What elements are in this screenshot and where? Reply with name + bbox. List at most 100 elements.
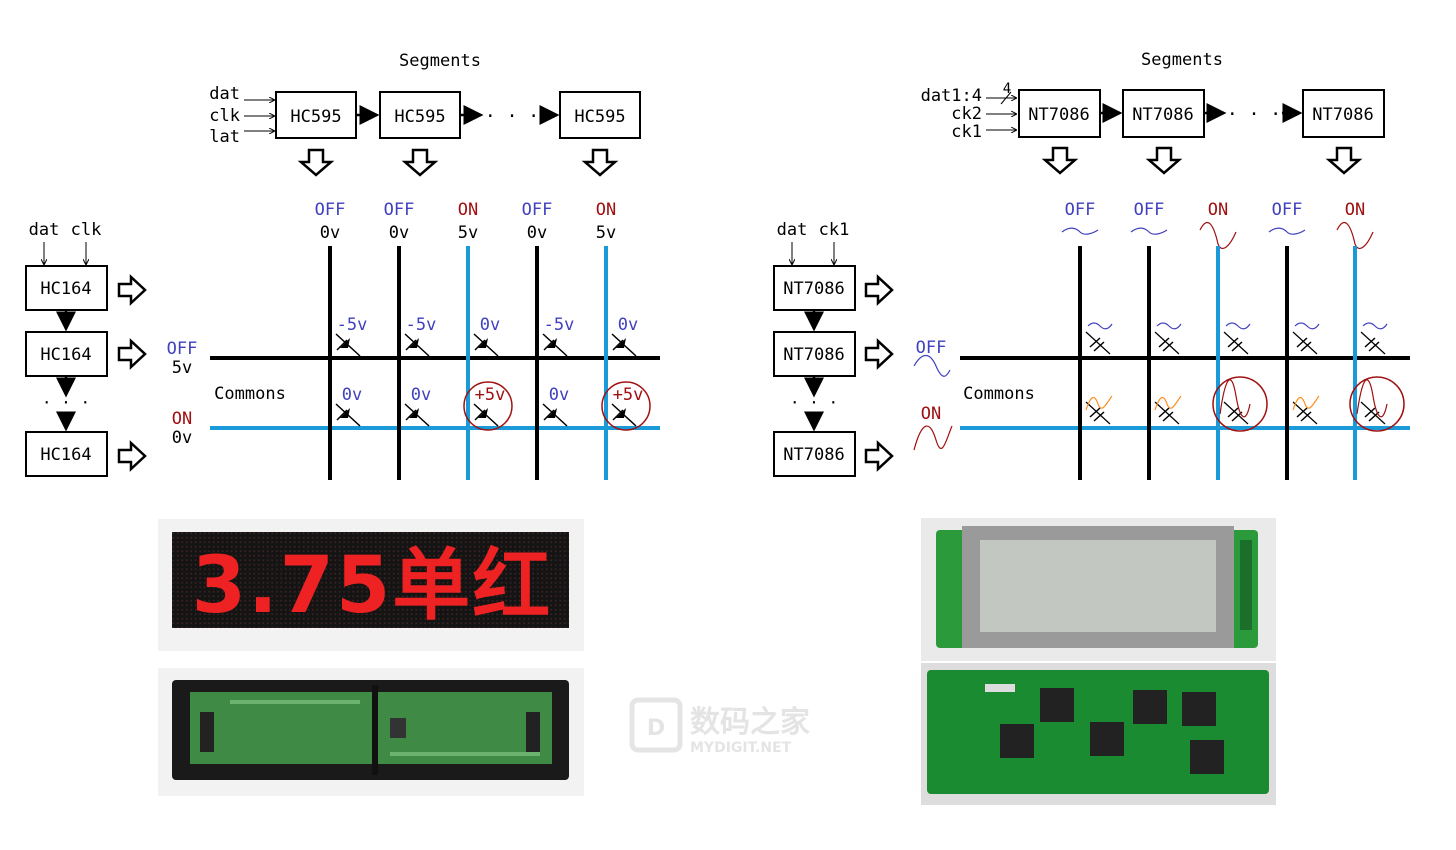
right-col-wave-2 (1130, 227, 1168, 235)
right-upper-pixel-wave-5 (1362, 322, 1388, 330)
right-output-arrows (1041, 146, 1363, 175)
left-col-volt-2: 0v (389, 223, 409, 243)
watermark-en: MYDIGIT.NET (690, 740, 792, 756)
watermark: D 数码之家 MYDIGIT.NET (629, 697, 810, 756)
right-hollow-down-arrow-3 (1325, 146, 1363, 175)
right-matrix-grid (960, 246, 1410, 480)
right-col-wave-5 (1336, 222, 1374, 249)
left-upper-diode-volt-1: -5v (337, 315, 368, 335)
left-upper-diode-volt-2: -5v (406, 315, 437, 335)
right-col-state-1: OFF (1065, 200, 1096, 220)
right-lcd-pixel-lower-2 (1154, 401, 1180, 425)
hc595-chip-2: HC595 (379, 91, 461, 139)
left-hollow-down-arrow-3 (581, 148, 619, 177)
nt7086-com-chip-3: NT7086 (773, 431, 856, 477)
svg-text:NT7086: NT7086 (1312, 105, 1373, 125)
right-ellipsis-v: · · · (790, 393, 838, 412)
hc164-chip-3: HC164 (25, 431, 108, 477)
svg-text:HC164: HC164 (40, 445, 91, 465)
right-upper-pixel-wave-1 (1087, 322, 1113, 330)
left-col-state-4: OFF (522, 200, 553, 220)
svg-text:NT7086: NT7086 (1028, 105, 1089, 125)
svg-text:HC595: HC595 (574, 107, 625, 127)
left-col-volt-4: 0v (527, 223, 547, 243)
left-hollow-right-arrow-1 (117, 274, 147, 306)
lcd-module-front-photo (921, 518, 1276, 661)
led-panel-back-photo (158, 668, 584, 796)
right-hollow-down-arrow-2 (1145, 146, 1183, 175)
left-input-arrows (244, 100, 274, 131)
right-row-on-state: ON (921, 404, 941, 424)
right-lower-pixel-wave-5 (1356, 379, 1388, 418)
left-input-clk: clk (209, 106, 240, 126)
left-col-volt-3: 5v (458, 223, 478, 243)
hc595-chip-3: HC595 (559, 91, 641, 139)
left-lower-diode-volt-4: 0v (549, 385, 569, 405)
svg-text:NT7086: NT7086 (1132, 105, 1193, 125)
left-upper-diode-volt-5: 0v (618, 315, 638, 335)
right-lower-pixel-wave-1 (1085, 395, 1113, 411)
left-col-state-3: ON (458, 200, 478, 220)
left-hollow-right-arrow-2 (117, 338, 147, 370)
right-lcd-pixel-upper-5 (1360, 331, 1386, 355)
left-commons-label: Commons (214, 384, 286, 404)
right-common-output-arrows (864, 274, 894, 472)
svg-text:HC595: HC595 (394, 107, 445, 127)
led-panel-text: 3.75单红 (192, 541, 552, 631)
right-upper-pixel-wave-3 (1225, 322, 1251, 330)
nt7086-seg-chip-1: NT7086 (1018, 89, 1101, 138)
right-hollow-right-arrow-2 (864, 338, 894, 370)
lcd-module-back-photo (921, 663, 1276, 805)
left-segments-title: Segments (399, 51, 481, 71)
left-led-diode-lower-2 (404, 403, 430, 427)
left-led-diode-lower-3 (473, 403, 499, 427)
left-led-diode-lower-4 (542, 403, 568, 427)
right-input-arrows (986, 91, 1016, 130)
svg-text:NT7086: NT7086 (783, 279, 844, 299)
right-ellipsis-h: · · · (1227, 104, 1281, 125)
right-upper-pixel-wave-2 (1156, 322, 1182, 330)
right-segments-title: Segments (1141, 50, 1223, 70)
right-upper-pixel-wave-4 (1294, 322, 1320, 330)
right-row-on-wave (913, 425, 953, 451)
nt7086-com-chip-1: NT7086 (773, 265, 856, 311)
left-com-input-dat: dat (29, 220, 60, 240)
hc164-chip-2: HC164 (25, 331, 108, 377)
right-col-state-5: ON (1345, 200, 1365, 220)
svg-text:NT7086: NT7086 (783, 445, 844, 465)
right-lcd-pixel-upper-4 (1292, 331, 1318, 355)
svg-text:D: D (647, 716, 665, 741)
svg-text:HC164: HC164 (40, 279, 91, 299)
left-output-arrows (297, 148, 619, 177)
left-led-diode-lower-5 (611, 403, 637, 427)
right-hollow-right-arrow-1 (864, 274, 894, 306)
right-lower-pixel-wave-4 (1292, 395, 1320, 411)
left-lower-diode-volt-5: +5v (613, 385, 644, 405)
svg-text:HC164: HC164 (40, 345, 91, 365)
right-col-state-3: ON (1208, 200, 1228, 220)
right-lcd-pixel-lower-4 (1292, 401, 1318, 425)
right-input-ck2: ck2 (951, 104, 982, 124)
svg-text:NT7086: NT7086 (783, 345, 844, 365)
led-panel-front-photo: 3.75单红 (158, 519, 584, 651)
right-lower-pixel-wave-3 (1219, 379, 1251, 418)
nt7086-seg-chip-2: NT7086 (1122, 89, 1205, 138)
left-row-on-volt: 0v (172, 428, 192, 448)
left-ellipsis-v: · · · (42, 393, 90, 412)
left-row-on-state: ON (172, 409, 192, 429)
right-row-off-state: OFF (916, 338, 947, 358)
left-hollow-right-arrow-3 (117, 440, 147, 472)
right-col-state-2: OFF (1134, 200, 1165, 220)
left-col-state-5: ON (596, 200, 616, 220)
left-led-diode-lower-1 (335, 403, 361, 427)
right-hollow-right-arrow-3 (864, 440, 894, 472)
left-com-input-arrows (44, 242, 86, 264)
right-lower-pixel-wave-2 (1154, 395, 1182, 411)
left-col-state-1: OFF (315, 200, 346, 220)
left-common-output-arrows (117, 274, 147, 472)
left-lower-diode-volt-3: +5v (475, 385, 506, 405)
